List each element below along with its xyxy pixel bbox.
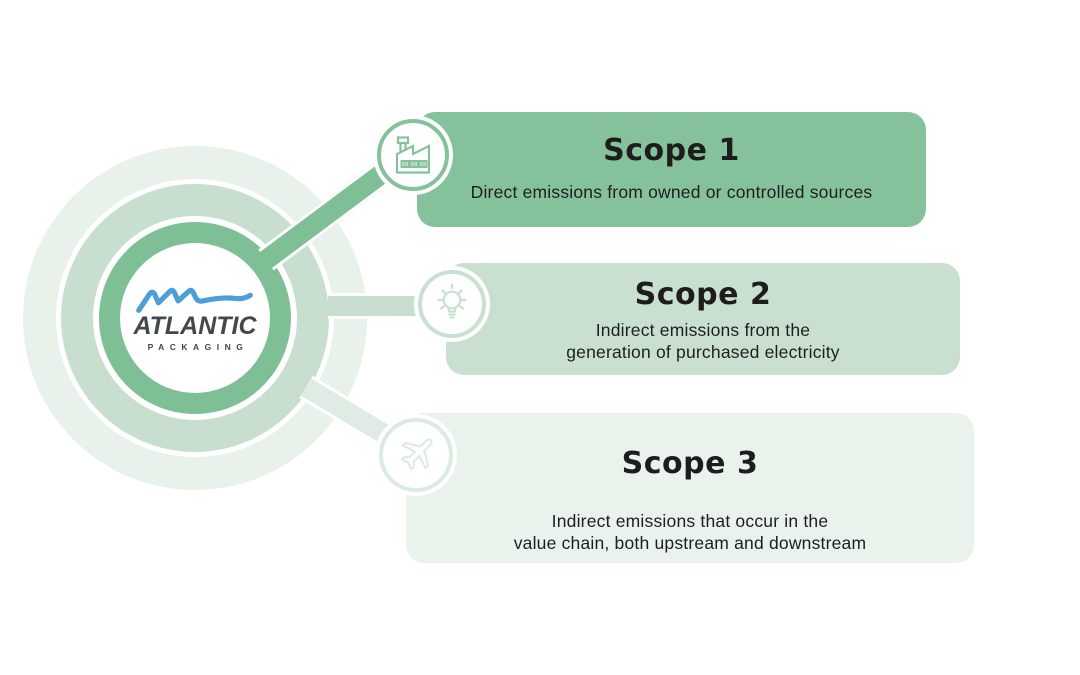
logo-circle: ATLANTIC PACKAGING (120, 243, 270, 393)
scope1-description: Direct emissions from owned or controlle… (470, 182, 873, 202)
scope3-description: Indirect emissions that occur in the val… (513, 511, 867, 553)
logo-division-name: PACKAGING (147, 341, 249, 352)
scope1-icon-circle (377, 119, 449, 191)
scope2-description: Indirect emissions from the generation o… (566, 320, 840, 362)
scope1-title: Scope 1 (603, 133, 740, 168)
airplane-icon (400, 438, 433, 471)
scope2-title: Scope 2 (634, 277, 772, 312)
scope2-card: Scope 2 Indirect emissions from the gene… (446, 263, 960, 375)
scope3-icon-circle (379, 418, 453, 492)
scope3-card: Scope 3 Indirect emissions that occur in… (406, 413, 974, 563)
lightbulb-icon (437, 283, 467, 319)
scope2-icon-circle (418, 270, 486, 338)
scope1-card: Scope 1 Direct emissions from owned or c… (417, 112, 926, 227)
factory-icon (395, 136, 431, 174)
scope3-title: Scope 3 (621, 446, 759, 481)
logo-company-name: ATLANTIC (133, 311, 257, 340)
atlantic-wave-icon (136, 287, 253, 313)
